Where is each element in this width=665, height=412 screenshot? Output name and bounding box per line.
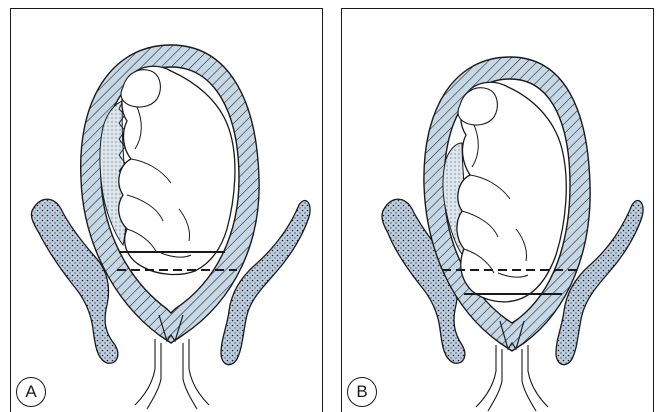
panel-b: B xyxy=(341,8,654,412)
panel-label-a: A xyxy=(16,377,46,407)
vaginal-canal xyxy=(135,339,209,409)
panel-a-drawing xyxy=(11,9,323,412)
panel-b-drawing xyxy=(342,9,654,412)
panel-a: A xyxy=(10,8,323,412)
panel-label-b: B xyxy=(347,377,377,407)
vaginal-canal xyxy=(476,345,548,411)
